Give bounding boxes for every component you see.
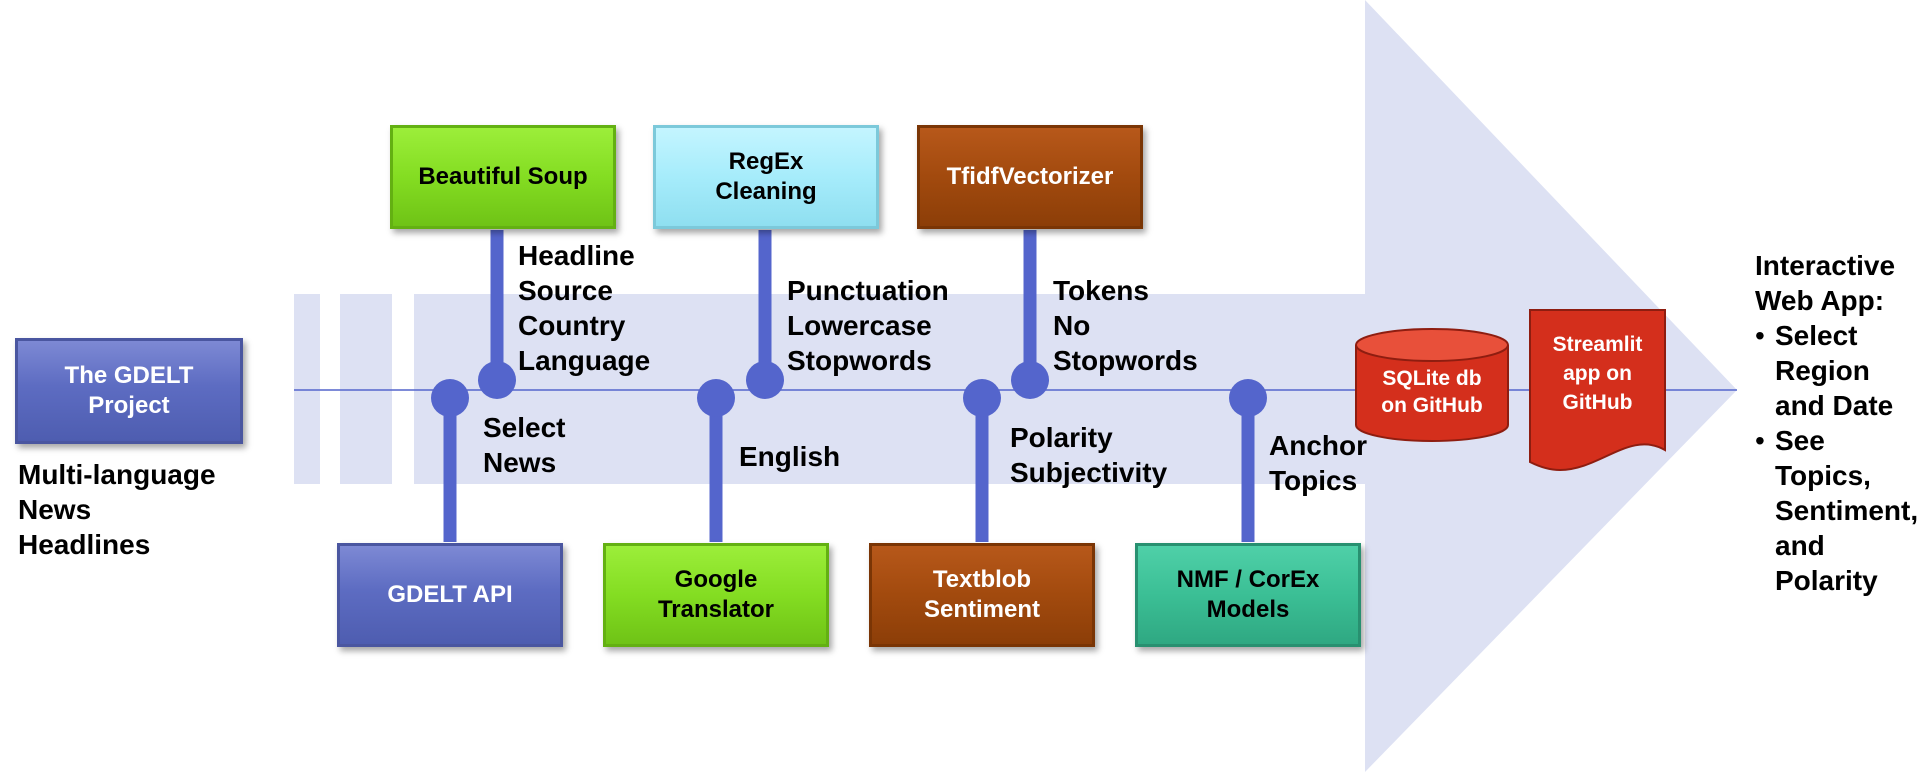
result-bullet: Select Region and Date [1755,318,1918,423]
result-heading: Interactive Web App: [1755,250,1896,316]
result-bullet-list: Select Region and Date See Topics, Senti… [1755,318,1918,598]
source-caption: Multi-language News Headlines [18,459,216,560]
connector-dot [431,379,469,417]
beautiful-soup-notes: Headline Source Country Language [518,240,651,376]
google-translator-notes: English [739,441,841,472]
sqlite-db-label: SQLite db on GitHub [1381,367,1483,417]
beautiful-soup-box: Beautiful Soup [390,125,616,229]
result-bullet: See Topics, Sentiment, and Polarity [1755,423,1918,598]
connector-dot [1229,379,1267,417]
textblob-sentiment-box: Textblob Sentiment [869,543,1095,647]
nmf-corex-box: NMF / CorEx Models [1135,543,1361,647]
database-cylinder [1355,328,1509,442]
app-document-shape [1529,309,1666,472]
regex-cleaning-notes: Punctuation Lowercase Stopwords [787,275,949,376]
connector-dot [963,379,1001,417]
textblob-notes: Polarity Subjectivity [1010,422,1168,488]
connector-dot [746,361,784,399]
google-translator-box: Google Translator [603,543,829,647]
connector-dot [1011,361,1049,399]
regex-cleaning-box: RegEx Cleaning [653,125,879,229]
connector-dot [478,361,516,399]
streamlit-app-label: Streamlit app on GitHub [1552,333,1643,414]
gdelt-api-box: GDELT API [337,543,563,647]
tfidf-vectorizer-notes: Tokens No Stopwords [1053,275,1198,376]
nmf-corex-notes: Anchor Topics [1269,430,1367,496]
gdelt-project-box: The GDELT Project [15,338,243,444]
tfidf-vectorizer-box: TfidfVectorizer [917,125,1143,229]
gdelt-api-notes: Select News [483,412,566,478]
connector-dot [697,379,735,417]
